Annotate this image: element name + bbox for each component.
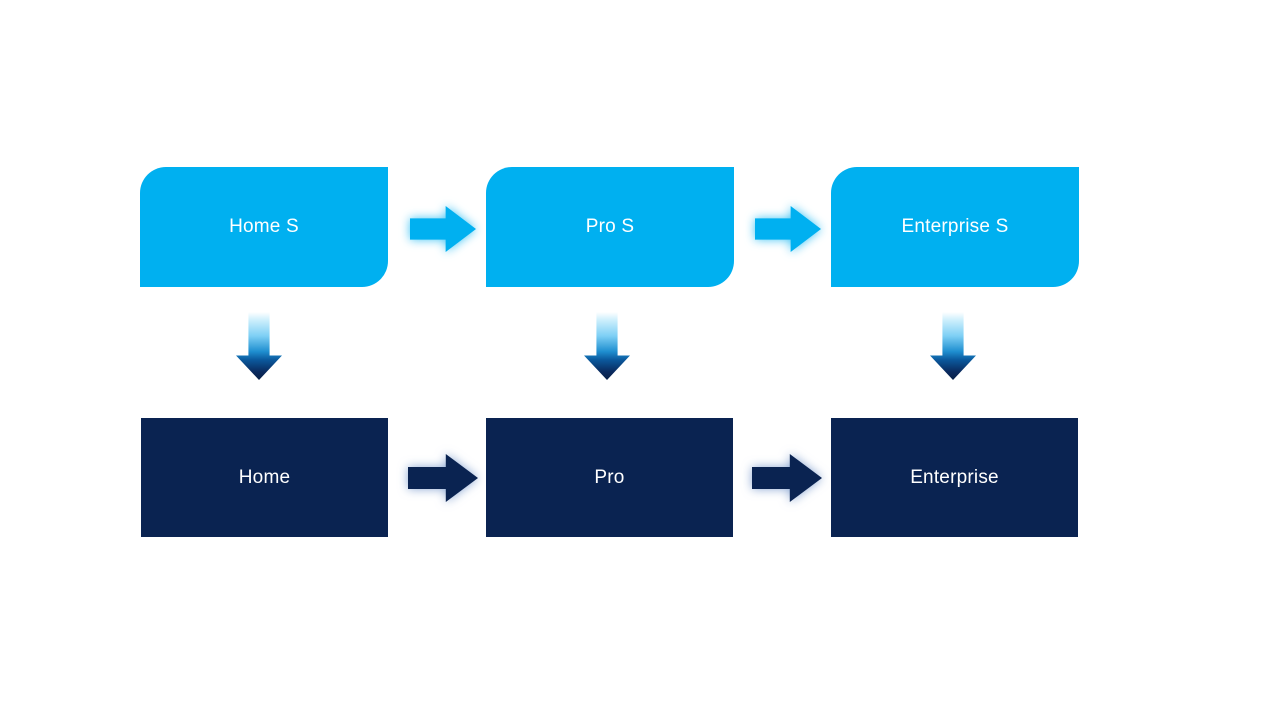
node-enterprise: Enterprise (831, 418, 1078, 537)
node-pro: Pro (486, 418, 733, 537)
right-arrow-icon (408, 454, 478, 502)
node-pro-s: Pro S (486, 167, 734, 287)
down-arrow-shape (584, 312, 630, 380)
right-arrow-shape (752, 454, 822, 502)
down-arrow-shape (236, 312, 282, 380)
node-label: Enterprise (910, 466, 999, 488)
down-arrow-shape (930, 312, 976, 380)
right-arrow-icon (755, 206, 821, 252)
node-label: Home S (229, 216, 299, 237)
node-label: Enterprise S (901, 216, 1009, 237)
right-arrow-icon (752, 454, 822, 502)
right-arrow-icon (410, 206, 476, 252)
down-arrow-icon (236, 312, 282, 380)
node-label: Pro (594, 466, 625, 488)
right-arrow-shape (408, 454, 478, 502)
right-arrow-shape (755, 206, 821, 252)
down-arrow-icon (930, 312, 976, 380)
node-label: Home (238, 466, 291, 488)
node-home-s: Home S (140, 167, 388, 287)
right-arrow-shape (410, 206, 476, 252)
node-label: Pro S (585, 216, 635, 237)
node-home: Home (141, 418, 388, 537)
node-enterprise-s: Enterprise S (831, 167, 1079, 287)
down-arrow-icon (584, 312, 630, 380)
